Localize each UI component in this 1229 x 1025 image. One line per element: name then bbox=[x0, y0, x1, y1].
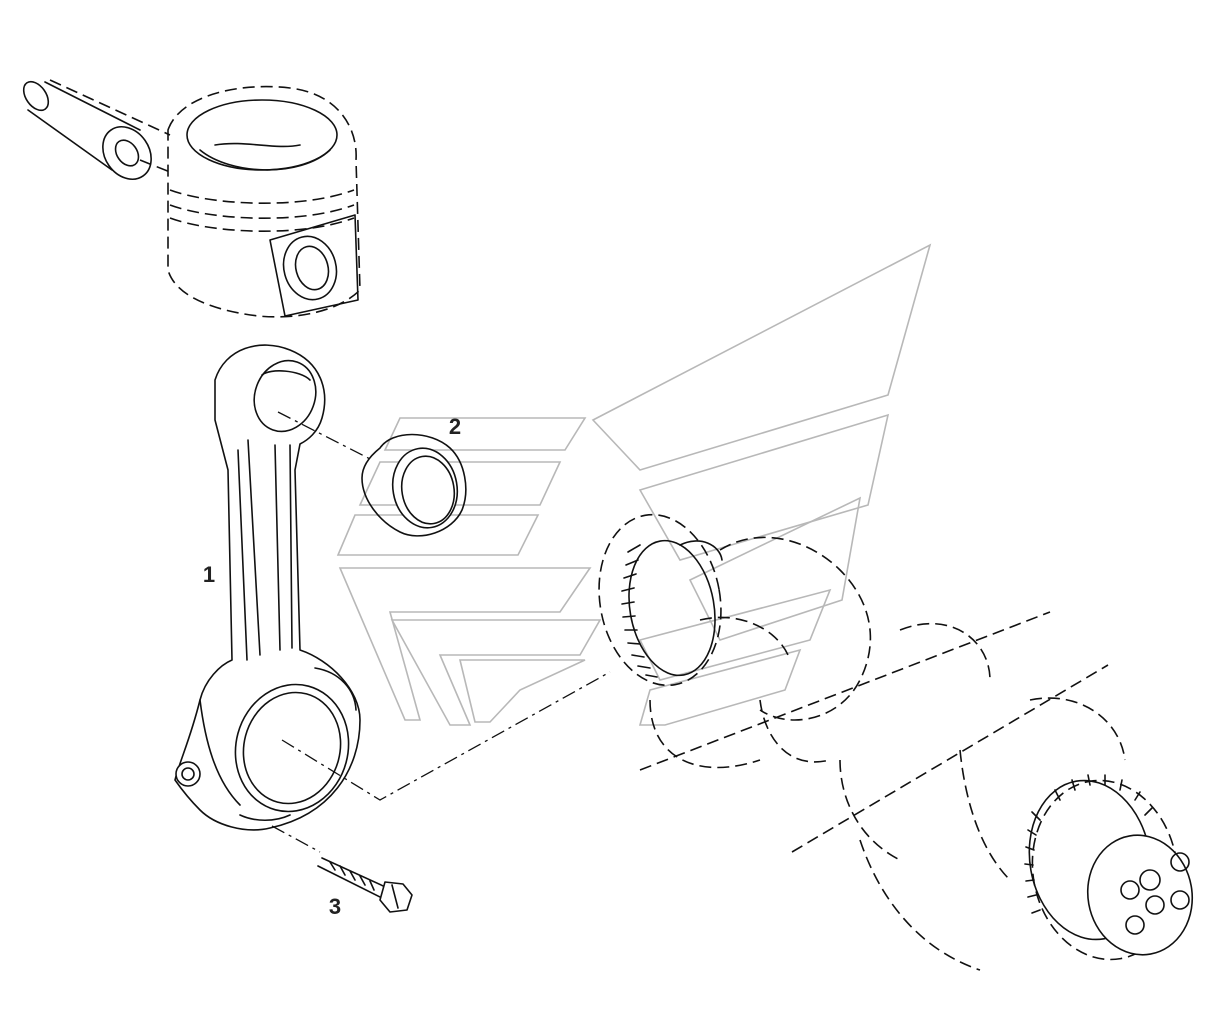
bolt-axis bbox=[271, 825, 321, 853]
connecting-rod bbox=[174, 344, 361, 831]
pin-axis-line bbox=[139, 159, 171, 173]
bearing-shell bbox=[361, 433, 467, 537]
watermark-logo bbox=[336, 243, 932, 726]
rod-bolt bbox=[317, 857, 413, 913]
callout-2: 2 bbox=[449, 414, 461, 439]
piston-pin bbox=[22, 80, 152, 180]
callout-3: 3 bbox=[329, 894, 341, 919]
callout-1: 1 bbox=[203, 562, 215, 587]
crankshaft bbox=[598, 513, 1194, 971]
pin-guide-line bbox=[49, 79, 171, 136]
rod-big-end-axis bbox=[281, 671, 611, 801]
piston bbox=[167, 85, 361, 318]
rod-small-end-axis bbox=[277, 411, 373, 461]
